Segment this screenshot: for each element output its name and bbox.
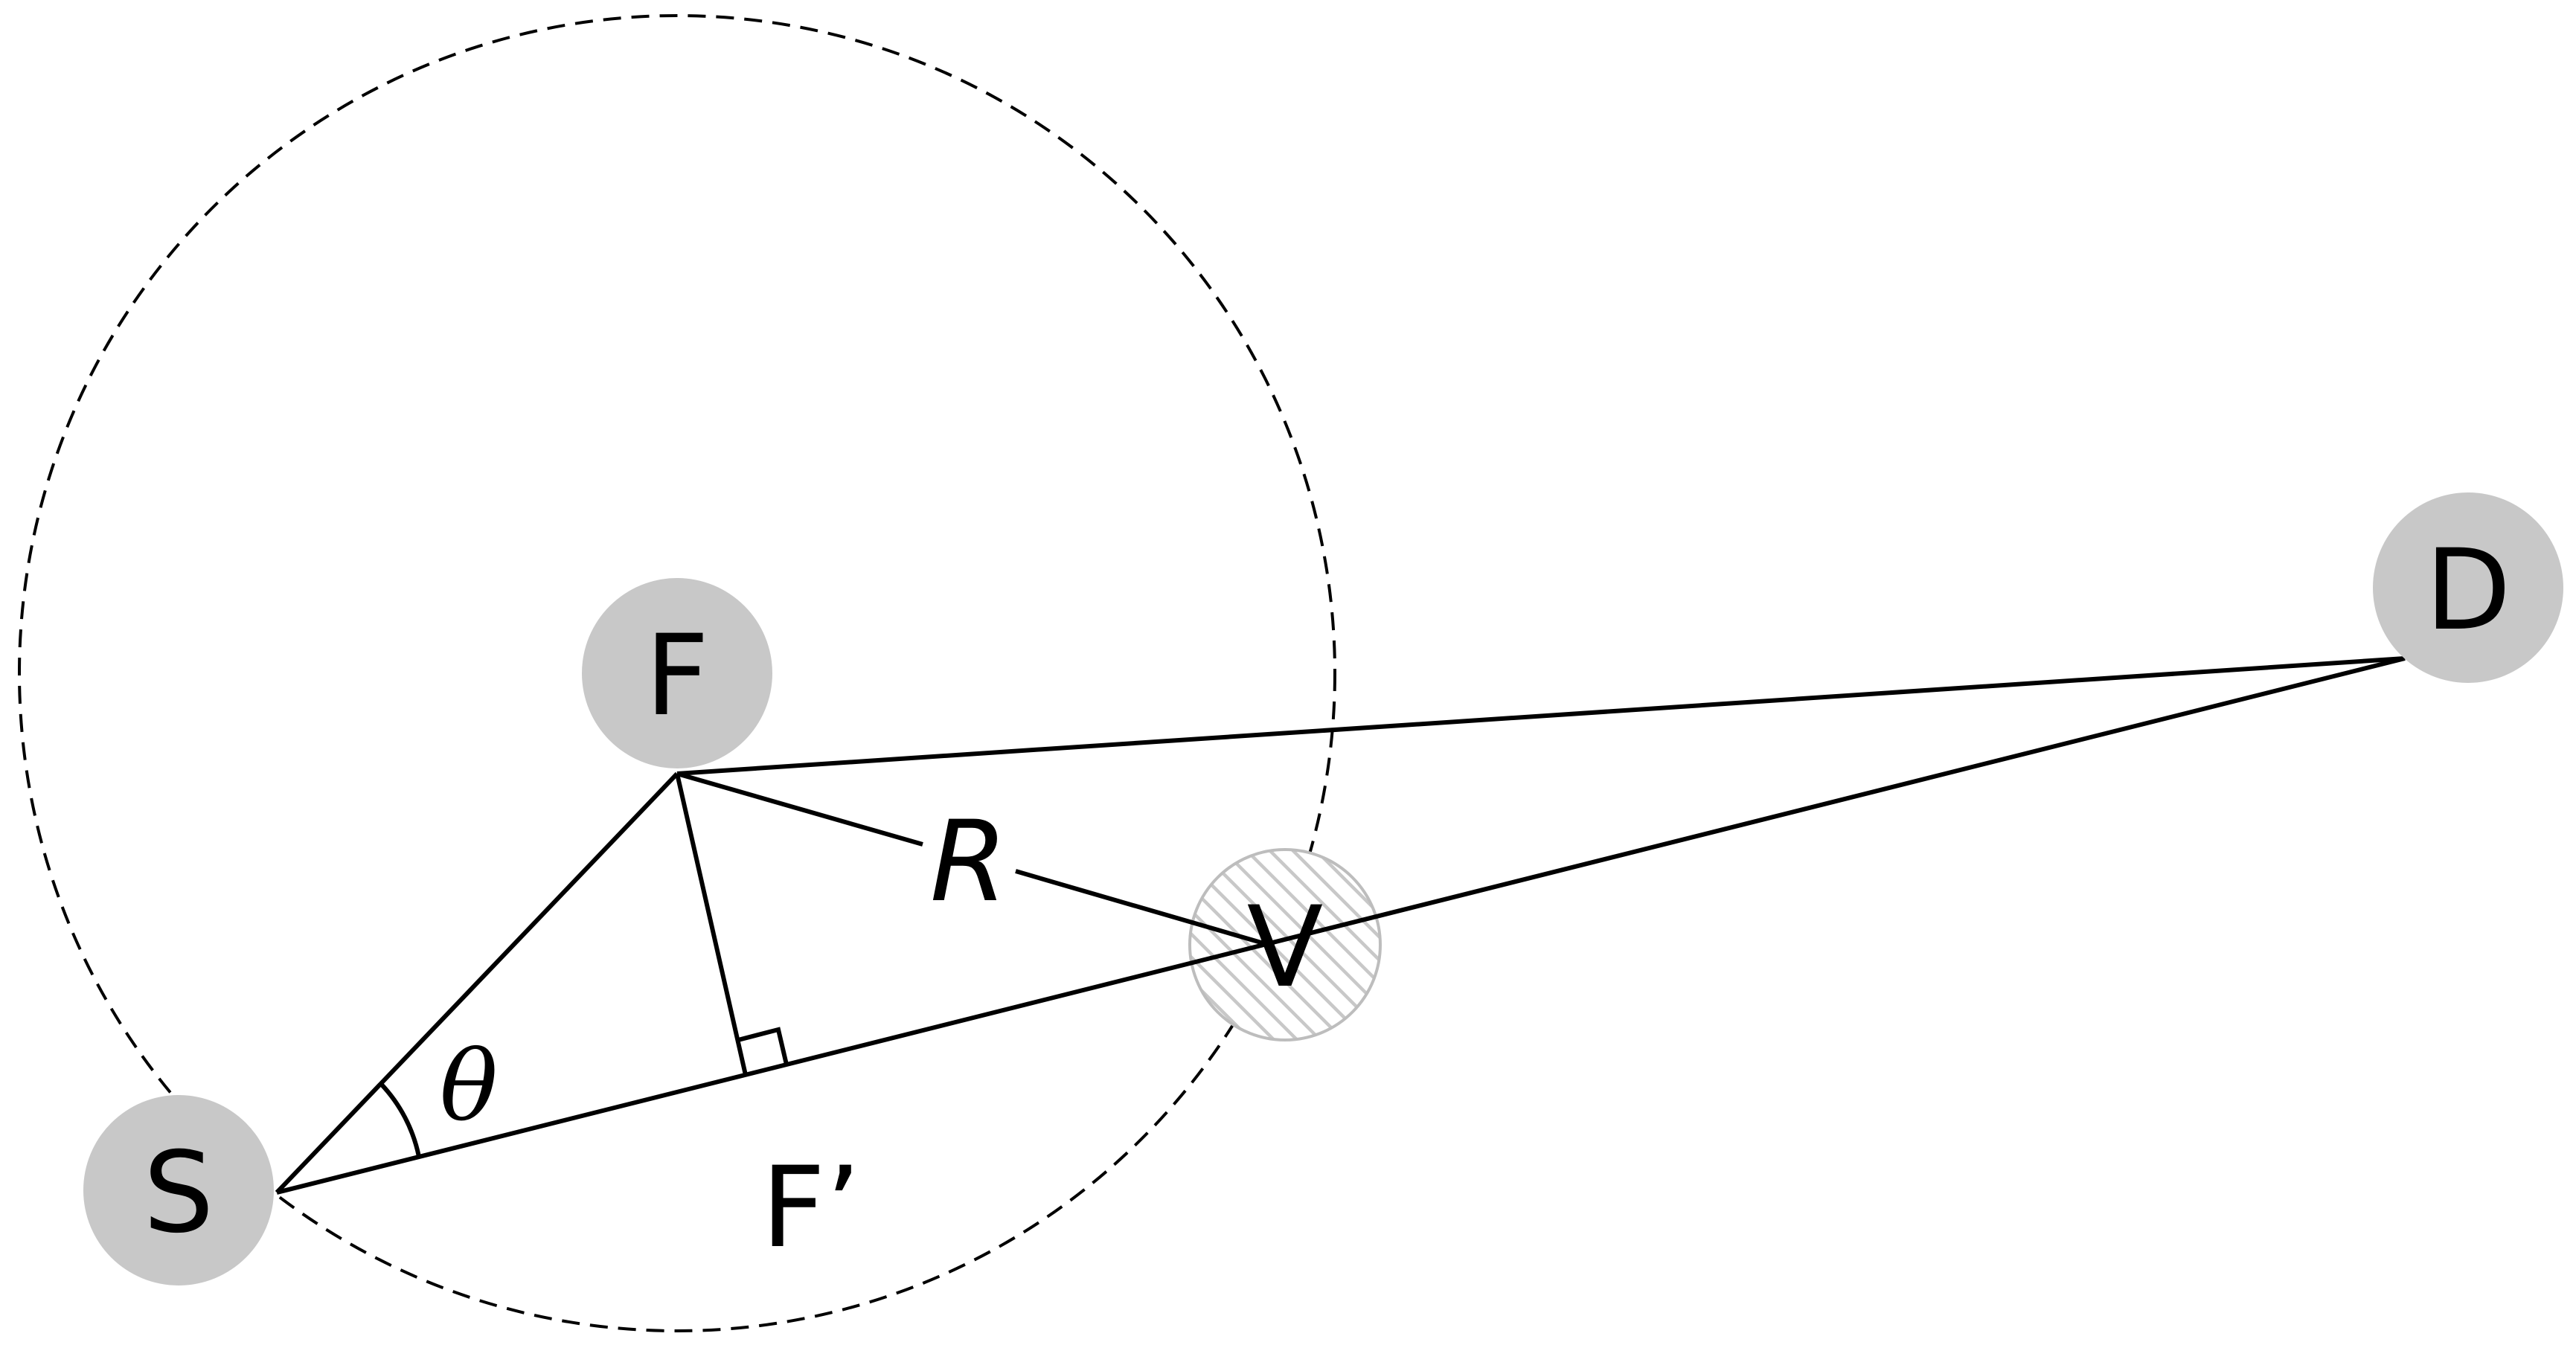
node-d-label: D <box>2425 526 2511 655</box>
node-s-label: S <box>143 1129 214 1258</box>
line-f-r-right <box>1015 869 1275 948</box>
node-s: S <box>83 1095 274 1285</box>
node-v-label: V <box>1247 883 1324 1012</box>
line-s-v-d <box>276 656 2406 1195</box>
line-f-r-left <box>676 771 923 847</box>
node-d: D <box>2373 492 2563 683</box>
node-f: F <box>582 578 772 768</box>
f-prime-label: F’ <box>761 1143 861 1273</box>
theta-angle-arc <box>379 1082 421 1158</box>
theta-label: θ <box>440 1030 498 1143</box>
line-f-d <box>676 656 2406 776</box>
radius-label: R <box>930 797 1007 927</box>
dashed-circle <box>18 14 1336 1332</box>
line-s-f <box>275 771 679 1195</box>
line-f-fprime <box>675 773 748 1076</box>
v-hatched-region <box>1188 848 1382 1041</box>
node-f-label: F <box>645 611 709 741</box>
right-angle-marker <box>737 1027 789 1065</box>
